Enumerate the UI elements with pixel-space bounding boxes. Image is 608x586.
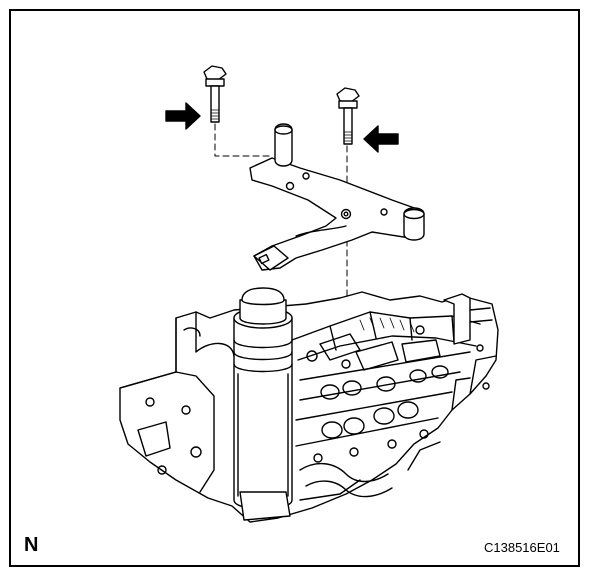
figure-code: C138516E01	[484, 540, 560, 555]
arrow-right-icon	[165, 102, 201, 130]
arrow-left-icon	[363, 125, 399, 153]
solenoid-bracket	[249, 123, 425, 271]
valve-body	[119, 287, 499, 523]
solenoid-cylinder	[233, 287, 293, 521]
view-letter: N	[24, 534, 39, 556]
bolt-left	[203, 65, 227, 123]
bolt-right	[336, 87, 360, 145]
